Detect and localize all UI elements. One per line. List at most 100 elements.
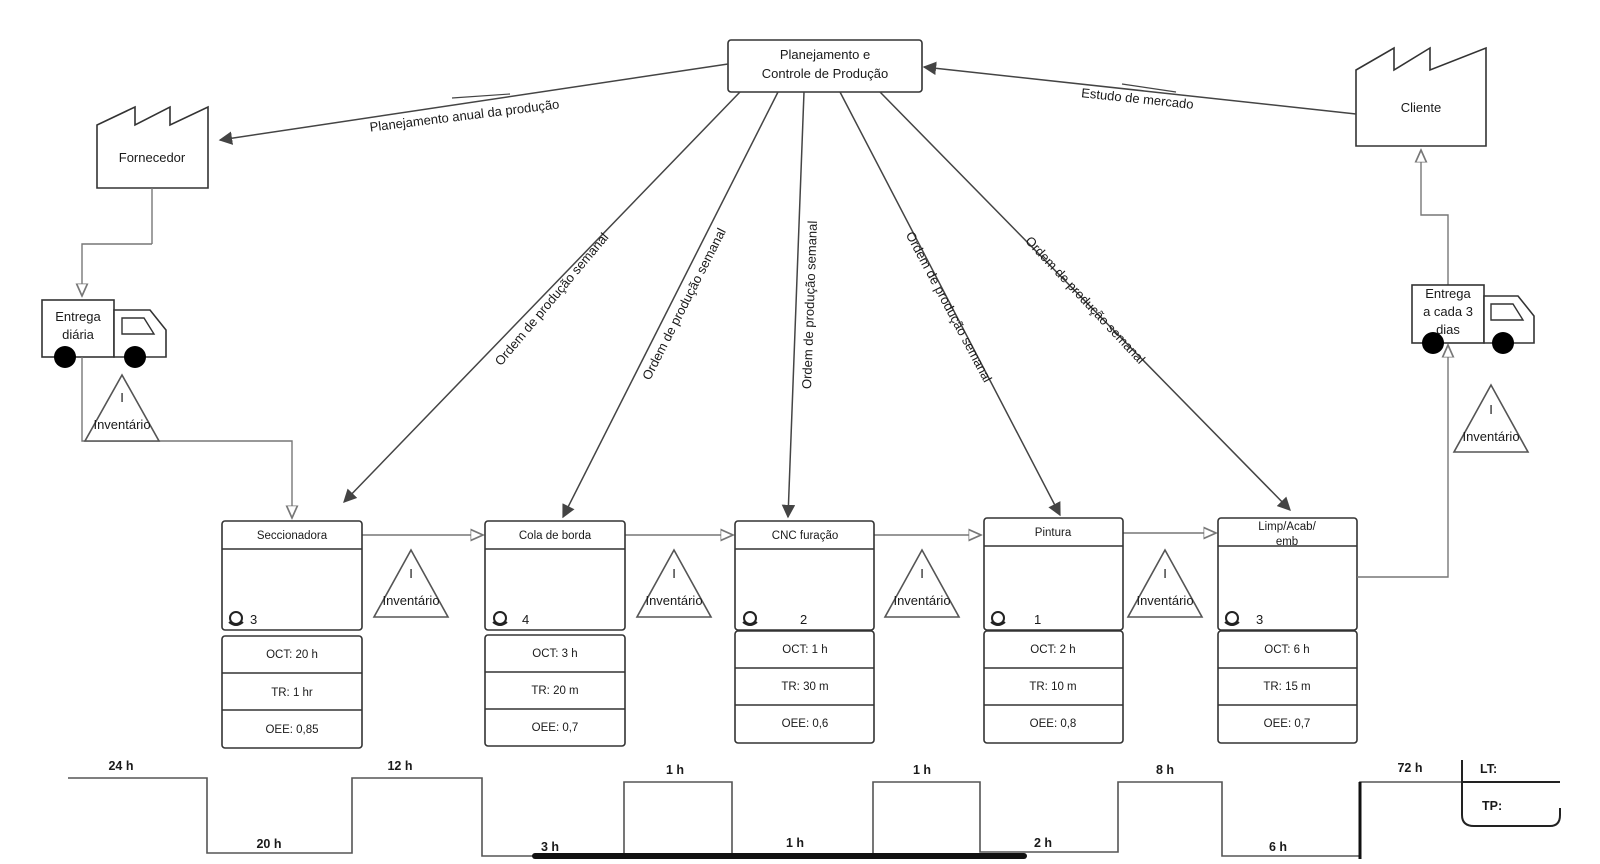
process-data-box: OCT: 2 h TR: 10 m OEE: 0,8 (983, 630, 1124, 744)
inventory-label: Inventário (1136, 593, 1193, 608)
wait-time-1: 24 h (108, 759, 133, 773)
production-control-box: Planejamento e Controle de Produção (727, 39, 923, 93)
wait-time-6: 72 h (1397, 761, 1422, 775)
weekly-order-label-4: Ordem de produção semanal (903, 229, 995, 385)
process-name-line1: Limp/Acab/ (1258, 521, 1316, 533)
process-oct: OCT: 3 h (532, 648, 577, 660)
inventory-symbol: I (409, 566, 413, 581)
supplier-label: Fornecedor (119, 150, 186, 165)
process-time-5: 6 h (1269, 840, 1287, 854)
wait-time-2: 12 h (387, 759, 412, 773)
supplier-push-arrow (82, 243, 152, 296)
weekly-order-label-5: Ordem de produção semanal (1022, 233, 1148, 366)
operator-count: 3 (250, 612, 257, 627)
inventory-symbol: I (672, 566, 676, 581)
bottom-bar (532, 853, 1027, 859)
pcp-label-line1: Planejamento e (780, 47, 870, 62)
weekly-order-label-1: Ordem de produção semanal (492, 230, 612, 369)
inventory-symbol: I (1489, 402, 1493, 417)
inventory-triangle-icon: I Inventário (1126, 548, 1204, 618)
supply-truck-icon: Entrega diária (41, 299, 167, 368)
weekly-order-arrow-3 (781, 91, 805, 519)
inventory-triangle-icon: I Inventário (635, 548, 713, 618)
process-time-4: 2 h (1034, 836, 1052, 850)
inventory-symbol: I (920, 566, 924, 581)
inventory-triangle-icon: I Inventário (83, 373, 161, 442)
operator-icon (742, 611, 758, 626)
weekly-order-label-3: Ordem de produção semanal (799, 220, 820, 389)
inventory-label: Inventário (645, 593, 702, 608)
info-flow-to-supplier (218, 63, 729, 145)
process-oee: OEE: 0,8 (1030, 718, 1077, 730)
process-oct: OCT: 2 h (1030, 644, 1075, 656)
lead-time-summary: LT: TP: (1461, 760, 1561, 827)
weekly-order-arrow-1 (343, 91, 741, 503)
operator-icon (228, 611, 244, 626)
weekly-order-label-2: Ordem de produção semanal (639, 225, 729, 382)
operator-count: 1 (1034, 612, 1041, 627)
operator-icon (492, 611, 508, 626)
inventory-label: Inventário (382, 593, 439, 608)
customer-factory-icon: Cliente (1355, 46, 1487, 147)
supply-truck-line1: Entrega (55, 309, 101, 324)
lt-label: LT: (1480, 762, 1497, 776)
inventory-symbol: I (1163, 566, 1167, 581)
customer-label: Cliente (1401, 100, 1441, 115)
process-box-pintura: Pintura 1 (983, 517, 1124, 631)
process-oee: OEE: 0,7 (1264, 718, 1311, 730)
info-flow-from-customer (922, 61, 1357, 115)
process-oee: OEE: 0,6 (782, 718, 829, 730)
supplier-factory-icon: Fornecedor (96, 105, 209, 189)
delivery-truck-line2: a cada 3 (1423, 304, 1473, 319)
process-oee: OEE: 0,85 (265, 724, 318, 736)
operator-count: 2 (800, 612, 807, 627)
electronic-signal-icon (1121, 83, 1177, 93)
process-tr: TR: 20 m (531, 685, 578, 697)
inventory-triangle-icon: I Inventário (1452, 383, 1530, 453)
process-name: CNC furação (772, 530, 838, 542)
process-name: Cola de borda (519, 530, 592, 542)
customer-delivery-arrow (1421, 150, 1449, 285)
wait-time-3: 1 h (666, 763, 684, 777)
tp-label: TP: (1482, 799, 1502, 813)
process-oee: OEE: 0,7 (532, 722, 579, 734)
process-time-1: 20 h (256, 837, 281, 851)
process-box-limp-acab-emb: Limp/Acab/ emb 3 (1217, 517, 1358, 631)
operator-count: 3 (1256, 612, 1263, 627)
process-data-box: OCT: 20 h TR: 1 hr OEE: 0,85 (221, 635, 363, 749)
weekly-order-arrow-4 (839, 91, 1061, 517)
inventory-label: Inventário (893, 593, 950, 608)
process-name: Pintura (1035, 527, 1072, 539)
process-data-box: OCT: 1 h TR: 30 m OEE: 0,6 (734, 630, 875, 744)
operator-icon (1224, 611, 1240, 626)
weekly-order-arrow-2 (562, 91, 779, 519)
shipment-flow-arrow (1357, 345, 1448, 578)
process-data-box: OCT: 3 h TR: 20 m OEE: 0,7 (484, 634, 626, 747)
inventory-triangle-icon: I Inventário (372, 548, 450, 618)
weekly-order-arrow-5 (879, 91, 1291, 511)
process-name-line2: emb (1276, 536, 1298, 548)
process-oct: OCT: 1 h (782, 644, 827, 656)
delivery-truck-icon: Entrega a cada 3 dias (1411, 284, 1535, 354)
inventory-label: Inventário (93, 417, 150, 432)
process-box-seccionadora: Seccionadora 3 (221, 520, 363, 631)
info-flow-customer-label: Estudo de mercado (1081, 85, 1195, 112)
process-oct: OCT: 20 h (266, 649, 318, 661)
process-box-cola-de-borda: Cola de borda 4 (484, 520, 626, 631)
operator-icon (990, 611, 1006, 626)
inventory-triangle-icon: I Inventário (883, 548, 961, 618)
process-time-2: 3 h (541, 840, 559, 854)
supply-truck-line2: diária (62, 327, 95, 342)
electronic-signal-icon (451, 93, 511, 99)
process-time-3: 1 h (786, 836, 804, 850)
delivery-truck-line3: dias (1436, 322, 1460, 337)
process-tr: TR: 15 m (1263, 681, 1310, 693)
info-flow-supplier-label: Planejamento anual da produção (369, 96, 560, 134)
wait-time-5: 8 h (1156, 763, 1174, 777)
wait-time-4: 1 h (913, 763, 931, 777)
delivery-truck-line1: Entrega (1425, 286, 1471, 301)
process-oct: OCT: 6 h (1264, 644, 1309, 656)
process-tr: TR: 10 m (1029, 681, 1076, 693)
raw-material-flow-arrow (81, 357, 292, 518)
process-tr: TR: 1 hr (271, 687, 313, 699)
